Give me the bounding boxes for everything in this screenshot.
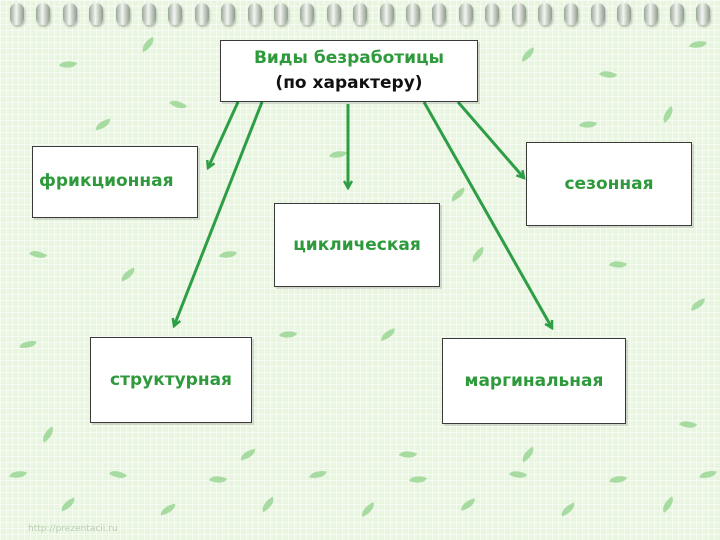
frictional-label: фрикционная: [39, 171, 174, 191]
structural-box: структурная: [90, 337, 252, 423]
arrow-to-seasonal: [456, 101, 524, 178]
arrow-to-marginal: [422, 101, 554, 328]
spiral-ring: [564, 3, 579, 25]
spiral-ring: [353, 3, 368, 25]
spiral-ring: [511, 3, 526, 25]
spiral-ring: [36, 3, 51, 25]
spiral-ring: [326, 3, 341, 25]
spiral-ring: [142, 3, 156, 25]
spiral-ring: [696, 3, 711, 25]
marginal-label: маргинальная: [464, 371, 604, 391]
arrow-to-frictional: [208, 101, 240, 168]
spiral-ring: [62, 3, 77, 25]
cyclical-label: циклическая: [293, 235, 421, 255]
title-line-2: (по характеру): [275, 73, 423, 93]
spiral-ring: [194, 3, 209, 25]
structural-label: структурная: [110, 370, 232, 390]
spiral-ring: [247, 3, 262, 25]
seasonal-box: сезонная: [526, 142, 692, 226]
spiral-ring: [458, 3, 473, 25]
spiral-binding: [0, 0, 720, 30]
spiral-ring: [221, 3, 236, 25]
spiral-ring: [432, 3, 447, 25]
title-line-1: Виды безработицы: [253, 48, 445, 68]
marginal-box: маргинальная: [442, 338, 626, 424]
spiral-ring: [89, 3, 104, 25]
spiral-ring: [406, 3, 420, 25]
spiral-ring: [485, 3, 500, 25]
cyclical-box: циклическая: [274, 203, 440, 287]
watermark: http://prezentacii.ru: [28, 524, 118, 534]
spiral-ring: [617, 3, 632, 25]
spiral-ring: [590, 3, 605, 25]
title-box: Виды безработицы (по характеру): [220, 40, 478, 102]
spiral-ring: [379, 3, 394, 25]
spiral-ring: [274, 3, 288, 25]
seasonal-label: сезонная: [564, 174, 654, 194]
frictional-box: фрикционная: [32, 146, 198, 218]
spiral-ring: [168, 3, 183, 25]
spiral-ring: [10, 3, 24, 25]
spiral-ring: [670, 3, 684, 25]
spiral-ring: [115, 3, 130, 25]
spiral-ring: [300, 3, 315, 25]
spiral-ring: [538, 3, 552, 25]
arrow-to-structural: [174, 101, 264, 326]
spiral-ring: [643, 3, 658, 25]
